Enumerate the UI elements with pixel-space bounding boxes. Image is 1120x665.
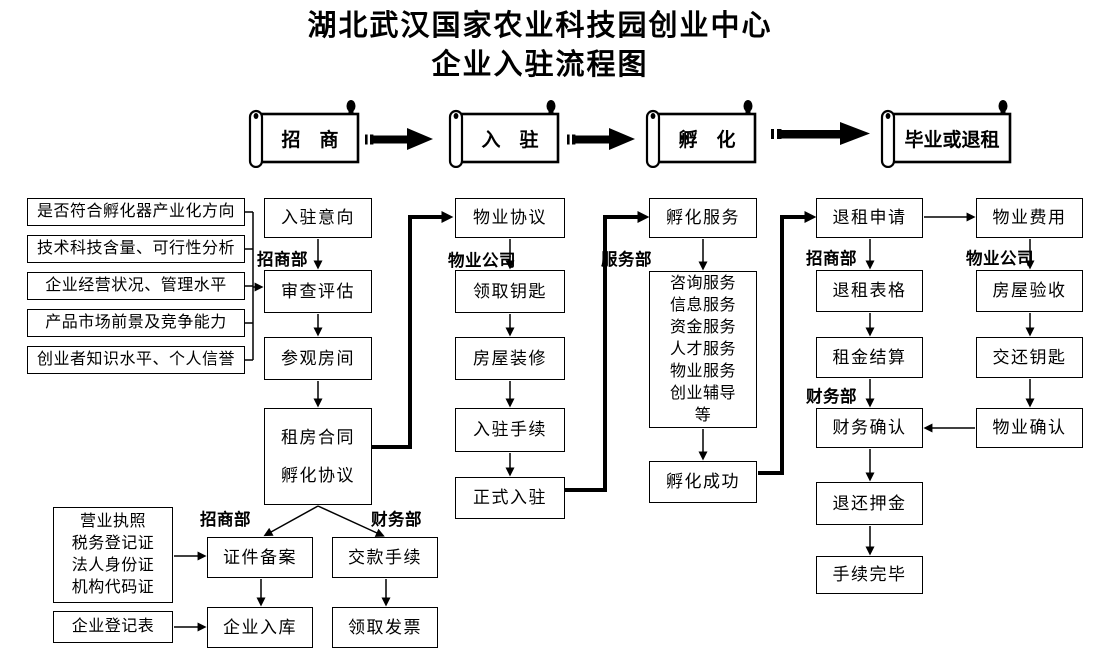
box-property-fee: 物业费用 xyxy=(976,198,1083,238)
agreement-line-1: 租房合同 xyxy=(281,427,355,447)
box-lease-incubation-agreement: 租房合同 孵化协议 xyxy=(264,408,372,505)
thick-arrow-icon xyxy=(567,128,635,150)
scroll-icon xyxy=(645,100,757,169)
box-room-renovation: 房屋装修 xyxy=(455,337,565,380)
box-procedure-complete: 手续完毕 xyxy=(816,556,923,594)
stage-banner-biye: 毕业或退租 xyxy=(880,98,1012,169)
thick-arrow-icon xyxy=(365,128,433,150)
box-visit-rooms: 参观房间 xyxy=(264,337,372,380)
box-deposit-refund: 退还押金 xyxy=(816,482,923,525)
document-line-3: 法人身份证 xyxy=(71,557,155,574)
service-line-6: 创业辅导 xyxy=(669,384,736,402)
box-enterprise-registration: 企业入库 xyxy=(207,607,313,648)
dept-label-zhaoshang-2: 招商部 xyxy=(200,511,251,529)
service-line-7: 等 xyxy=(694,406,712,424)
criteria-bracket xyxy=(245,211,264,361)
stage-label-ruzhu: 入 驻 xyxy=(481,129,539,151)
box-enterprise-form: 企业登记表 xyxy=(53,611,173,643)
box-room-inspection: 房屋验收 xyxy=(976,270,1083,312)
box-return-keys: 交还钥匙 xyxy=(976,337,1083,378)
scroll-icon xyxy=(248,100,360,169)
box-finance-confirm: 财务确认 xyxy=(816,408,923,448)
criteria-box-5: 创业者知识水平、个人信誉 xyxy=(27,346,245,374)
page-title-line1: 湖北武汉国家农业科技园创业中心 xyxy=(307,10,773,42)
dept-label-fuwubu: 服务部 xyxy=(601,251,652,269)
stage-banner-ruzhu: 入 驻 xyxy=(448,98,560,169)
criteria-box-4: 产品市场前景及竞争能力 xyxy=(27,309,245,337)
box-get-invoice: 领取发票 xyxy=(332,607,438,648)
dept-label-wuye-1: 物业公司 xyxy=(448,252,516,270)
criteria-box-3: 企业经营状况、管理水平 xyxy=(27,272,245,300)
thick-arrow-icon xyxy=(771,122,870,145)
agreement-line-2: 孵化协议 xyxy=(281,466,355,485)
scroll-icon xyxy=(880,100,1012,169)
box-incubation-success: 孵化成功 xyxy=(649,461,757,503)
box-rent-settlement: 租金结算 xyxy=(816,337,923,378)
document-line-4: 机构代码证 xyxy=(71,579,155,596)
dept-label-zhaoshang-1: 招商部 xyxy=(257,251,308,269)
dept-label-caiwu-2: 财务部 xyxy=(806,388,857,406)
stage-banner-zhaoshang: 招 商 xyxy=(248,98,360,169)
dept-label-zhaoshang-3: 招商部 xyxy=(806,250,857,268)
stage-label-fuhua: 孵 化 xyxy=(678,129,736,151)
service-line-4: 人才服务 xyxy=(669,340,736,358)
dept-label-caiwu-1: 财务部 xyxy=(371,511,422,529)
criteria-box-1: 是否符合孵化器产业化方向 xyxy=(27,198,245,226)
criteria-box-2: 技术科技含量、可行性分析 xyxy=(27,235,245,263)
box-service-list: 咨询服务 信息服务 资金服务 人才服务 物业服务 创业辅导 等 xyxy=(649,271,757,428)
box-license-documents: 营业执照 税务登记证 法人身份证 机构代码证 xyxy=(53,507,173,603)
box-incubation-service: 孵化服务 xyxy=(649,198,757,238)
service-line-1: 咨询服务 xyxy=(669,274,736,292)
stage-label-biye: 毕业或退租 xyxy=(904,129,1000,151)
dept-label-wuye-2: 物业公司 xyxy=(966,250,1034,268)
page-title: 湖北武汉国家农业科技园创业中心 企业入驻流程图 xyxy=(0,6,1080,84)
box-get-keys: 领取钥匙 xyxy=(455,270,565,313)
stage-arrow-2 xyxy=(567,128,635,155)
page-title-line2: 企业入驻流程图 xyxy=(431,49,649,81)
document-line-1: 营业执照 xyxy=(79,513,146,530)
box-property-agreement: 物业协议 xyxy=(455,198,565,238)
stage-banner-fuhua: 孵 化 xyxy=(645,98,757,169)
stage-label-zhaoshang: 招 商 xyxy=(281,129,339,151)
box-official-entry: 正式入驻 xyxy=(455,477,565,519)
box-termination-form: 退租表格 xyxy=(816,270,923,312)
stage-arrow-1 xyxy=(365,128,433,155)
box-review-assess: 审查评估 xyxy=(264,270,372,313)
box-payment-procedure: 交款手续 xyxy=(332,537,438,578)
document-line-2: 税务登记证 xyxy=(71,535,155,552)
service-line-3: 资金服务 xyxy=(669,318,736,336)
scroll-icon xyxy=(448,100,560,169)
stage-arrow-3 xyxy=(771,122,870,150)
service-line-5: 物业服务 xyxy=(669,362,736,380)
box-certificate-filing: 证件备案 xyxy=(207,537,313,578)
box-entry-procedure: 入驻手续 xyxy=(455,408,565,452)
service-line-2: 信息服务 xyxy=(669,296,736,314)
box-entry-intent: 入驻意向 xyxy=(264,198,372,238)
box-property-confirm: 物业确认 xyxy=(976,408,1083,448)
box-lease-termination-apply: 退租申请 xyxy=(816,198,923,238)
